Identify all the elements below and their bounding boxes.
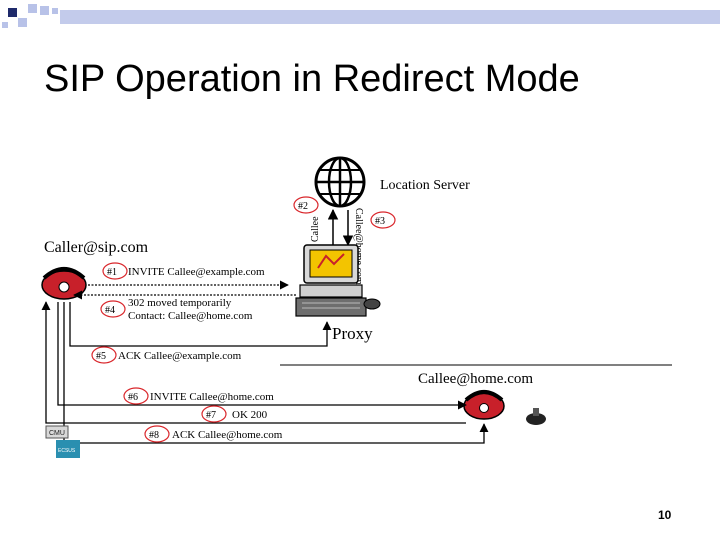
callee-phone-icon: [464, 392, 504, 419]
svg-text:ECSUS: ECSUS: [58, 448, 76, 454]
location-server-label: Location Server: [380, 178, 470, 193]
svg-text:CMU: CMU: [49, 430, 65, 437]
message-label: ACK Callee@example.com: [118, 350, 242, 362]
message-label: ACK Callee@home.com: [172, 429, 283, 441]
message-label: INVITE Callee@home.com: [150, 391, 274, 403]
bell-icon: [526, 408, 546, 425]
proxy-computer-icon: [296, 245, 380, 316]
message-label: OK 200: [232, 409, 268, 421]
callee-label: Callee@home.com: [418, 371, 533, 387]
step-label: #3: [375, 216, 385, 227]
step-label: #6: [128, 392, 138, 403]
page-number: 10: [658, 508, 671, 522]
step-label: #7: [206, 410, 216, 421]
step-label: #5: [96, 351, 106, 362]
globe-icon: [316, 158, 364, 206]
step-label: #1: [107, 267, 117, 278]
caller-phone-icon: [42, 269, 86, 299]
caller-label: Caller@sip.com: [44, 239, 149, 256]
institution-logo: CMU ECSUS: [46, 426, 80, 458]
step-label: #2: [298, 201, 308, 212]
message-label: Contact: Callee@home.com: [128, 310, 253, 322]
vertical-query-label: Callee: [310, 216, 321, 242]
message-label: 302 moved temporarily: [128, 297, 232, 309]
step-label: #4: [105, 305, 115, 316]
message-label: INVITE Callee@example.com: [128, 266, 265, 278]
proxy-label: Proxy: [332, 324, 373, 343]
step-label: #8: [149, 430, 159, 441]
